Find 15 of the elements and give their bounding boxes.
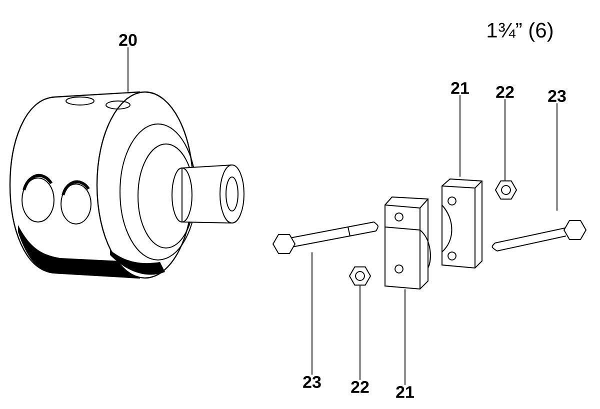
hub-drawing (9, 91, 244, 279)
clamp-half-drawing (442, 178, 482, 268)
callout-number: 22 (351, 381, 369, 393)
callout-number: 23 (548, 90, 566, 102)
callout-number: 21 (451, 82, 469, 94)
size-label: 1¾” (6) (488, 22, 553, 42)
leader-line (404, 288, 406, 386)
callout-number: 21 (396, 386, 414, 398)
leader-line (504, 98, 506, 181)
clamp-half-drawing (384, 196, 431, 290)
callout-number: 20 (119, 34, 137, 46)
leader-line (556, 102, 558, 212)
bolt-drawing (272, 222, 379, 254)
callout-number: 22 (496, 86, 514, 98)
callout-number: 23 (303, 376, 321, 388)
